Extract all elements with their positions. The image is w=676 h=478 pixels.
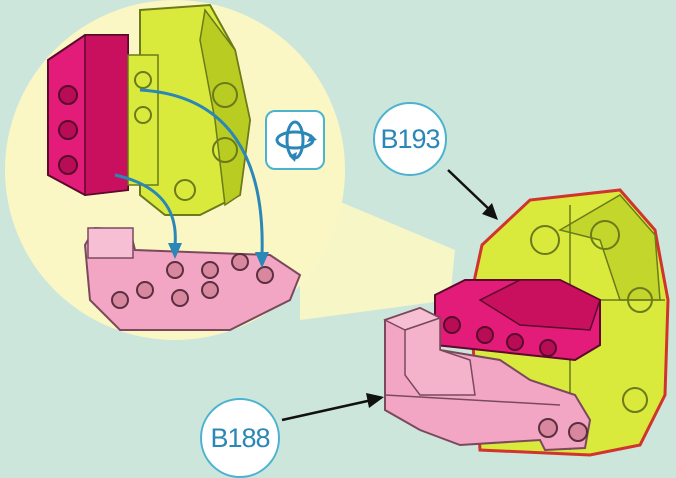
pointer-b188 <box>282 393 384 420</box>
assembled-magenta-brick <box>435 280 600 360</box>
part-label-b188-text: B188 <box>210 423 269 454</box>
zoom-magenta-brick <box>48 35 158 195</box>
rotate-badge <box>265 110 325 170</box>
pointer-b193 <box>448 170 498 220</box>
part-label-b193-text: B193 <box>380 124 439 155</box>
part-label-b193: B193 <box>373 102 447 176</box>
rotate-3d-icon <box>267 112 323 168</box>
part-label-b188: B188 <box>200 398 280 478</box>
